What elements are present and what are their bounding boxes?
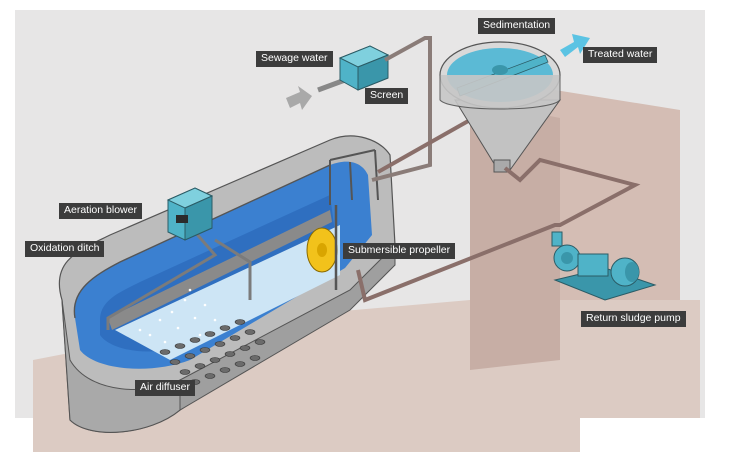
air-bubbles xyxy=(138,288,217,344)
air-pipe xyxy=(106,231,218,330)
propeller-hoist xyxy=(329,149,379,201)
submersible-propeller xyxy=(306,160,338,290)
center-divider-wall xyxy=(108,210,332,330)
aeration-zone xyxy=(115,225,340,360)
label-submersible-propeller: Submersible propeller xyxy=(343,243,456,259)
ditch-rim-back xyxy=(73,164,331,319)
diffuser-discs xyxy=(159,319,266,385)
label-air-diffuser: Air diffuser xyxy=(135,380,195,396)
aeration-blower xyxy=(166,187,214,241)
screen-unit xyxy=(338,45,390,91)
return-sludge-pipe xyxy=(356,157,641,303)
label-treated-water: Treated water xyxy=(583,47,658,63)
label-sewage-water: Sewage water xyxy=(256,51,333,67)
treated-outflow-arrow xyxy=(560,34,590,57)
label-oxidation-ditch: Oxidation ditch xyxy=(25,241,105,257)
label-screen: Screen xyxy=(365,88,409,104)
label-return-sludge-pump: Return sludge pump xyxy=(581,311,686,327)
label-sedimentation: Sedimentation xyxy=(478,18,556,34)
inlet-pipe xyxy=(317,77,346,93)
tank-side-wall xyxy=(179,243,396,411)
label-aeration-blower: Aeration blower xyxy=(59,203,142,219)
sewage-inflow-arrow xyxy=(286,86,312,110)
air-pipe-2 xyxy=(214,238,252,300)
return-sludge-pump xyxy=(551,231,657,301)
ditch-to-sedimentation-pipe xyxy=(377,118,471,174)
ground-block-side xyxy=(470,100,560,370)
screen-to-ditch-pipe xyxy=(371,36,432,182)
